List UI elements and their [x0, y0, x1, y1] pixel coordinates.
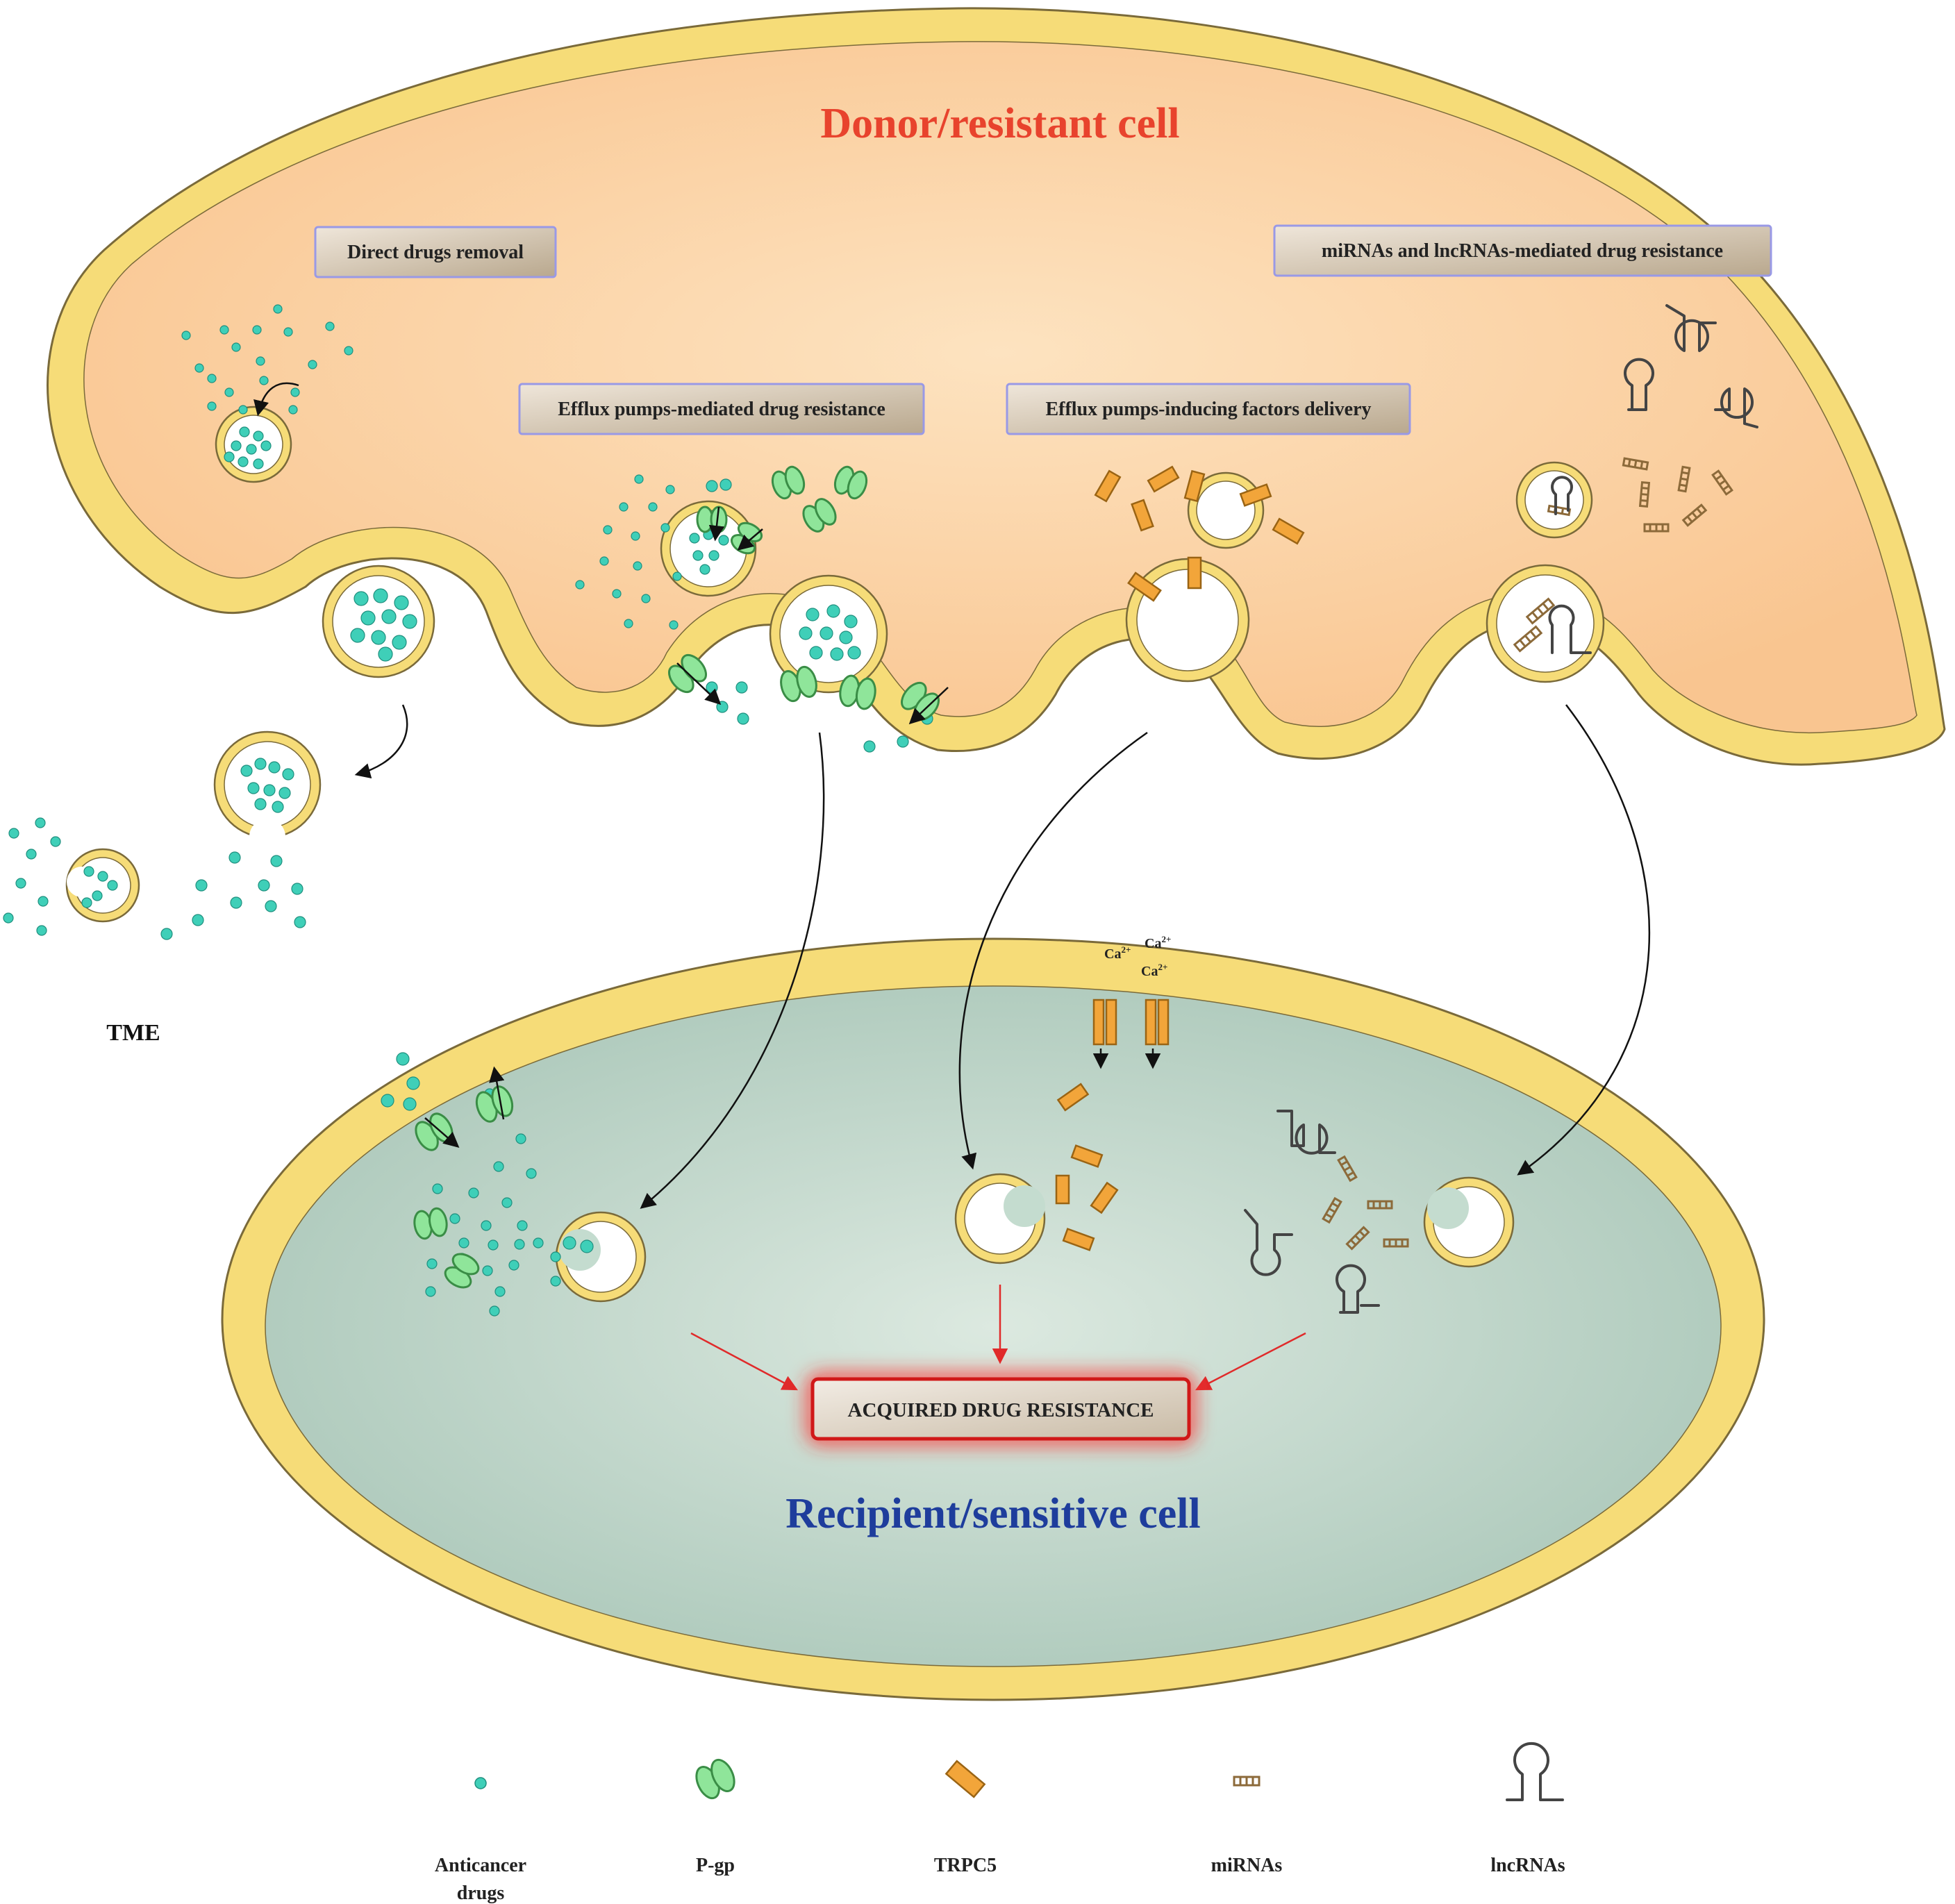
label-box — [518, 383, 925, 435]
drug-icon — [474, 1777, 487, 1789]
anticancer-drugs — [3, 304, 933, 1317]
tme-label: TME — [106, 1020, 160, 1046]
legend-item-lncrna: lncRNAs — [1490, 1742, 1565, 1876]
legend-item-pgp: P-gp — [695, 1758, 735, 1876]
exosome-fusing — [555, 1211, 647, 1303]
trpc5-proteins — [1055, 465, 1305, 1251]
trpc5-icon — [945, 1760, 986, 1798]
label-efflux-pumps: Efflux pumps-mediated drug resistance — [518, 383, 925, 435]
label-inducing-factors: Efflux pumps-inducing factors delivery — [1006, 383, 1411, 435]
label-inducing-factors-text: Efflux pumps-inducing factors delivery — [1045, 399, 1371, 420]
exosome — [660, 500, 757, 597]
legend-label-pgp: P-gp — [696, 1855, 735, 1876]
lncrna — [1548, 604, 1592, 654]
outcome-frame — [810, 1377, 1191, 1441]
legend: Anticancer drugs P-gp TRPC5 miRNAs lncRN… — [435, 1742, 1565, 1904]
label-direct-removal-text: Direct drugs removal — [347, 242, 524, 263]
p-gp — [413, 1207, 448, 1240]
recipient-cell-cytoplasm — [265, 985, 1722, 1667]
arrow-rna-transfer — [1517, 704, 1651, 1176]
lncrna — [1336, 1264, 1380, 1314]
label-rna-mediated-text: miRNAs and lncRNAs-mediated drug resista… — [1322, 240, 1723, 262]
exosome-fusing — [954, 1173, 1046, 1264]
lncrna-icon — [1506, 1742, 1564, 1801]
donor-cell-cytoplasm — [83, 41, 1917, 734]
pump-arrows — [253, 382, 1161, 1148]
mirna-icon — [1233, 1776, 1261, 1787]
legend-item-mirna: miRNAs — [1211, 1776, 1283, 1876]
label-efflux-pumps-text: Efflux pumps-mediated drug resistance — [558, 399, 885, 420]
donor-cell-title: Donor/resistant cell — [820, 100, 1179, 147]
calcium-ions: Ca2+ Ca2+ Ca2+ — [1104, 934, 1171, 979]
lncrnas — [1244, 304, 1758, 1314]
exosome — [1486, 564, 1605, 683]
arrow-efflux-transfer — [640, 732, 825, 1209]
p-gp — [833, 465, 868, 500]
outcome-arrows — [690, 1285, 1306, 1391]
p-gp — [444, 1253, 480, 1289]
legend-label-mirna: miRNAs — [1211, 1855, 1283, 1876]
lncrna — [1551, 476, 1573, 515]
legend-label-drug-line2: drugs — [457, 1882, 505, 1904]
exosome — [65, 848, 140, 923]
donor-cell: Donor/resistant cell — [47, 7, 1946, 766]
label-direct-removal: Direct drugs removal — [314, 226, 557, 278]
label-box — [314, 226, 557, 278]
legend-item-trpc5: TRPC5 — [934, 1760, 997, 1876]
exosome — [215, 406, 292, 483]
transfer-arrows — [354, 704, 1651, 1209]
label-box — [1273, 224, 1772, 277]
arrow-factor-transfer — [958, 731, 1148, 1170]
label-box — [1006, 383, 1411, 435]
p-gp — [415, 1112, 454, 1151]
legend-label-trpc5: TRPC5 — [934, 1855, 997, 1876]
exosome — [322, 565, 435, 678]
recipient-cell: Recipient/sensitive cell — [221, 937, 1765, 1701]
lncrna — [1714, 387, 1758, 428]
exosome-fusing — [1423, 1176, 1515, 1268]
arrow-release-tme — [354, 704, 408, 779]
p-gp — [780, 665, 817, 703]
legend-item-drug: Anticancer drugs — [435, 1777, 526, 1904]
p-gp — [802, 498, 837, 533]
p-gp — [839, 674, 876, 710]
p-gp — [771, 465, 806, 500]
lncrna — [1624, 358, 1654, 411]
lncrna — [1244, 1209, 1293, 1276]
outcome-label: ACQUIRED DRUG RESISTANCE — [848, 1399, 1154, 1421]
lncrna — [1665, 304, 1717, 352]
mirnas — [1322, 457, 1733, 1251]
outcome-box: ACQUIRED DRUG RESISTANCE — [808, 1374, 1194, 1444]
label-rna-mediated: miRNAs and lncRNAs-mediated drug resista… — [1273, 224, 1772, 277]
p-gp — [475, 1085, 514, 1123]
recipient-cell-title: Recipient/sensitive cell — [785, 1490, 1200, 1537]
legend-label-drug: Anticancer — [435, 1855, 526, 1876]
lncrna — [1276, 1110, 1336, 1155]
ca-ion: Ca2+ — [1104, 944, 1131, 962]
ca-ion: Ca2+ — [1141, 962, 1167, 979]
legend-label-lncrna: lncRNAs — [1490, 1855, 1565, 1876]
ca-ion: Ca2+ — [1145, 934, 1171, 951]
p-gp-icon — [695, 1758, 735, 1800]
